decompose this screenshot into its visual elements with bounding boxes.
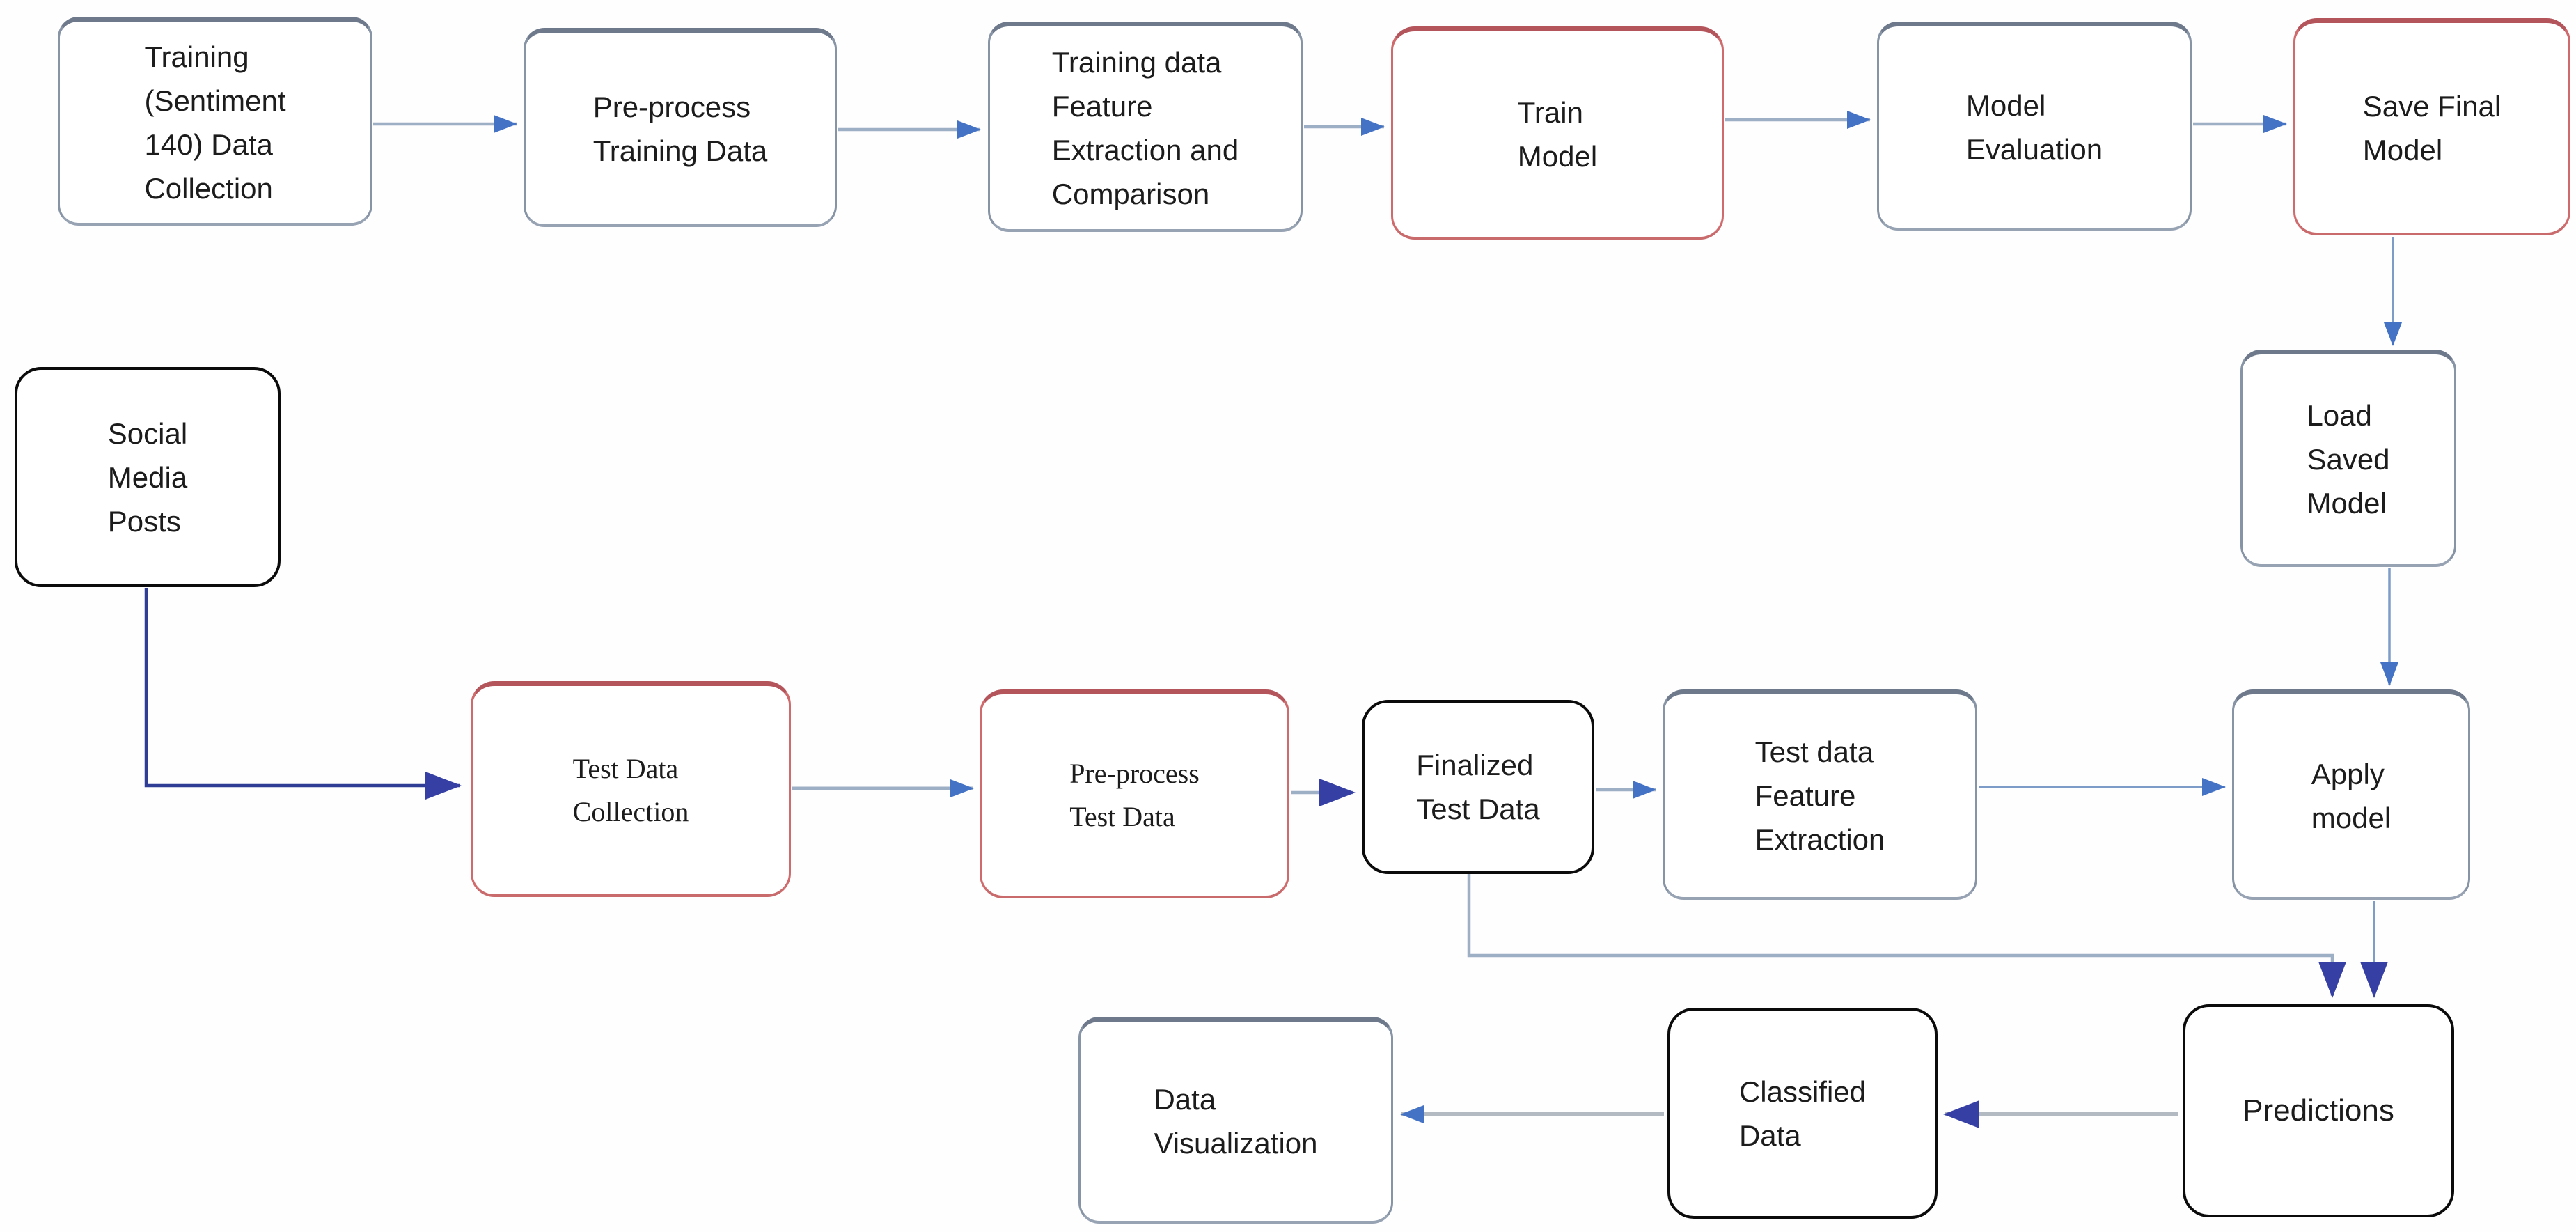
node-predictions: Predictions — [2183, 1004, 2454, 1217]
node-label: Model Evaluation — [1965, 88, 2103, 166]
node-finalized-test-data: Finalized Test Data — [1362, 700, 1594, 874]
node-training-feature-extraction: Training data Feature Extraction and Com… — [988, 22, 1303, 232]
node-label: Save Final Model — [2362, 89, 2502, 166]
node-preprocess-training-data: Pre-process Training Data — [524, 28, 837, 227]
node-training-data-collection: Training (Sentiment 140) Data Collection — [58, 17, 372, 226]
node-label: Training (Sentiment 140) Data Collection — [144, 40, 286, 205]
node-save-final-model: Save Final Model — [2293, 18, 2570, 235]
node-data-visualization: Data Visualization — [1078, 1017, 1393, 1224]
node-label: Pre-process Training Data — [592, 90, 768, 167]
node-apply-model: Apply model — [2232, 689, 2470, 900]
node-label: Pre-process Test Data — [1069, 757, 1200, 832]
node-label: Apply model — [2311, 757, 2392, 834]
node-label: Social Media Posts — [107, 416, 188, 538]
node-label: Train Model — [1517, 95, 1598, 173]
node-label: Load Saved Model — [2307, 399, 2390, 520]
node-label: Finalized Test Data — [1416, 749, 1540, 825]
node-test-feature-extraction: Test data Feature Extraction — [1663, 689, 1977, 900]
node-classified-data: Classified Data — [1667, 1008, 1938, 1219]
arrow-finalized-to-predictions — [1467, 874, 2346, 998]
node-label: Training data Feature Extraction and Com… — [1051, 45, 1239, 210]
node-train-model: Train Model — [1391, 26, 1724, 240]
node-test-data-collection: Test Data Collection — [471, 681, 791, 897]
node-label: Test data Feature Extraction — [1754, 735, 1885, 856]
node-load-saved-model: Load Saved Model — [2240, 350, 2456, 567]
node-label: Classified Data — [1738, 1075, 1867, 1152]
node-preprocess-test-data: Pre-process Test Data — [980, 689, 1289, 898]
node-label: Data Visualization — [1154, 1083, 1318, 1160]
node-label: Predictions — [2243, 1093, 2394, 1128]
node-social-media-posts: Social Media Posts — [15, 367, 281, 587]
node-label: Test Data Collection — [572, 752, 689, 827]
node-model-evaluation: Model Evaluation — [1877, 22, 2192, 231]
arrow-socialposts-to-testcollection — [144, 588, 462, 800]
